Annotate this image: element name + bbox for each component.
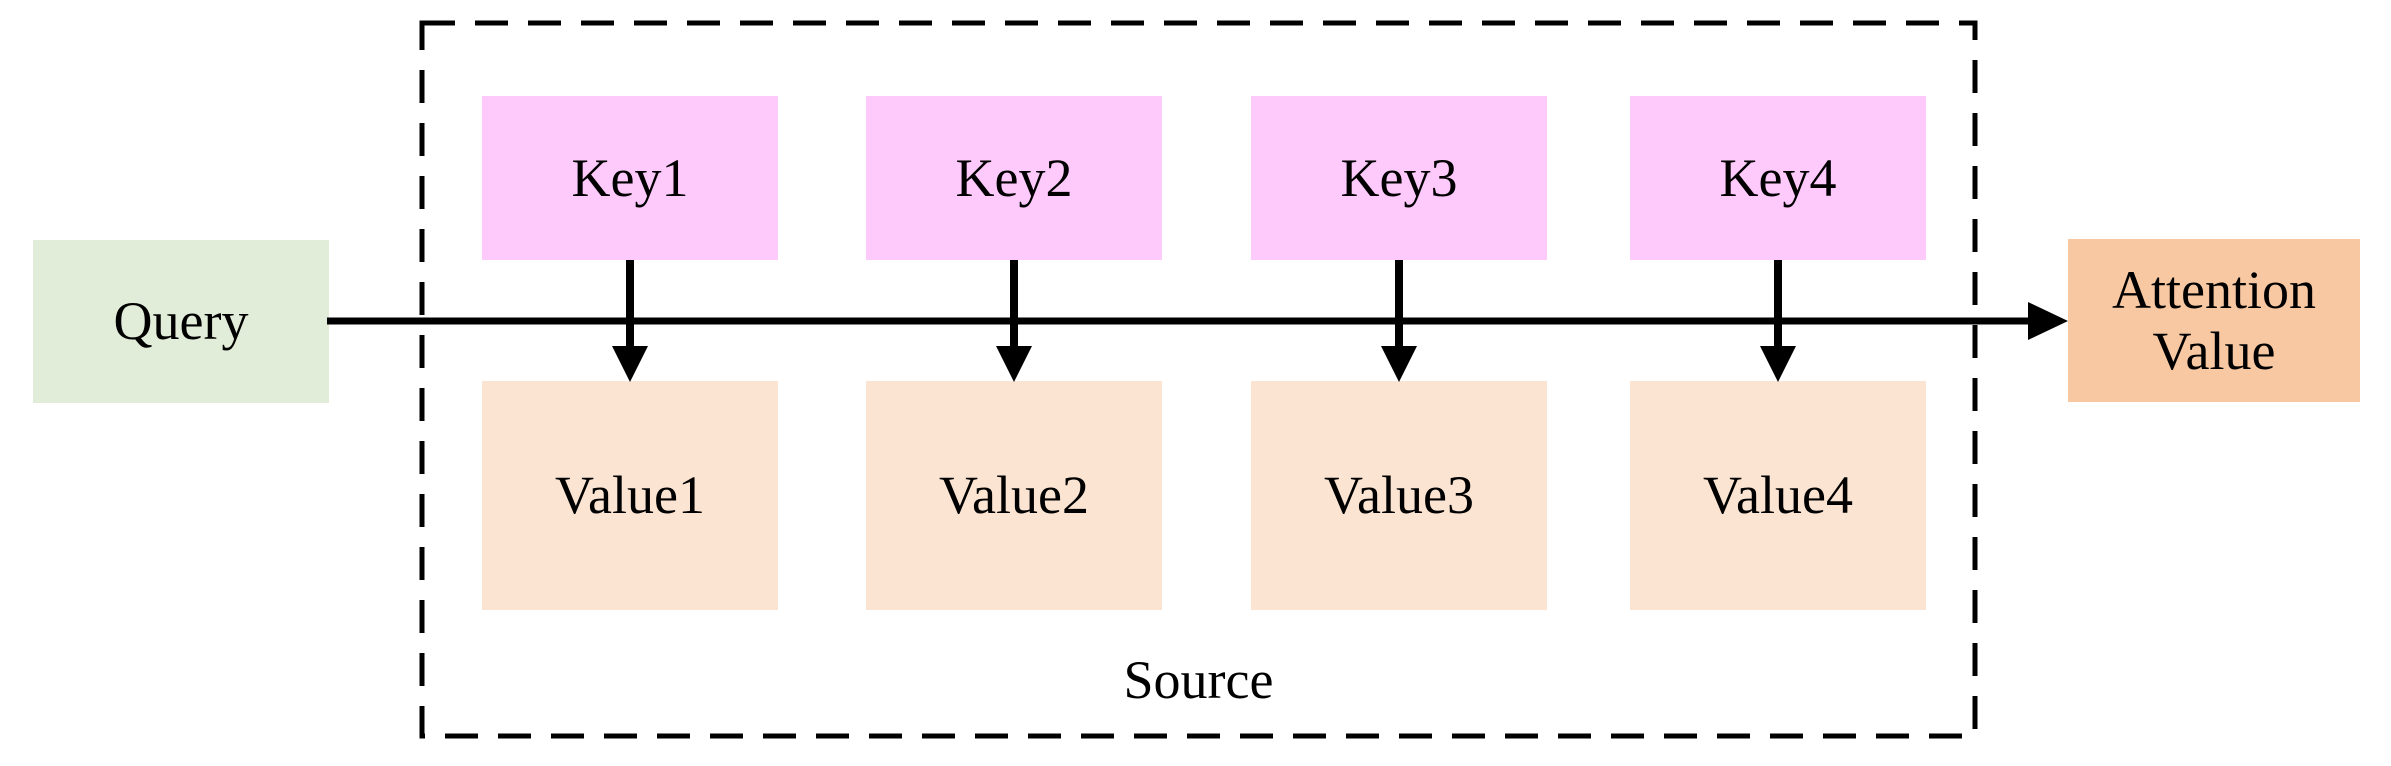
key3-box: Key3 <box>1251 96 1547 260</box>
query-to-attention-arrow <box>327 302 2068 340</box>
key1-box: Key1 <box>482 96 778 260</box>
value3-label: Value3 <box>1324 465 1474 526</box>
key3-to-value3-arrow <box>1381 260 1417 382</box>
key2-to-value2-arrow <box>996 260 1032 382</box>
query-box: Query <box>33 240 329 403</box>
value4-box: Value4 <box>1630 381 1926 610</box>
value1-label: Value1 <box>555 465 705 526</box>
value1-box: Value1 <box>482 381 778 610</box>
query-label: Query <box>113 291 249 352</box>
key2-label: Key2 <box>955 147 1073 208</box>
key1-label: Key1 <box>571 147 689 208</box>
attention-value-label: Attention Value <box>2112 260 2316 381</box>
value2-box: Value2 <box>866 381 1162 610</box>
key4-label: Key4 <box>1719 147 1837 208</box>
key4-box: Key4 <box>1630 96 1926 260</box>
source-label: Source <box>1123 650 1274 710</box>
value2-label: Value2 <box>939 465 1089 526</box>
key3-label: Key3 <box>1340 147 1458 208</box>
key2-box: Key2 <box>866 96 1162 260</box>
value4-label: Value4 <box>1703 465 1853 526</box>
key1-to-value1-arrow <box>612 260 648 382</box>
key4-to-value4-arrow <box>1760 260 1796 382</box>
value3-box: Value3 <box>1251 381 1547 610</box>
attention-value-box: Attention Value <box>2068 239 2360 402</box>
